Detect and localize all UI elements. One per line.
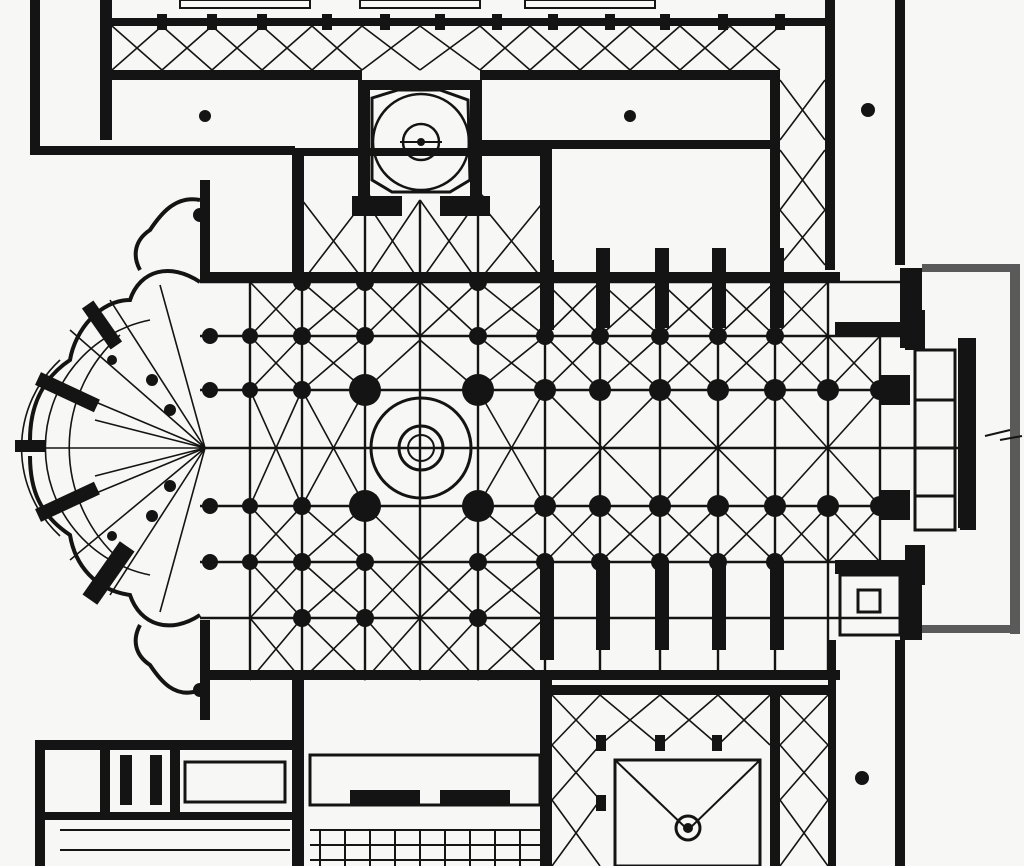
south-buildings [35, 685, 869, 866]
north-cloister [30, 0, 905, 270]
apse-chevet [15, 180, 210, 720]
nave-piers [202, 193, 890, 627]
west-front [835, 310, 1023, 637]
nave-vaulting [200, 156, 960, 681]
